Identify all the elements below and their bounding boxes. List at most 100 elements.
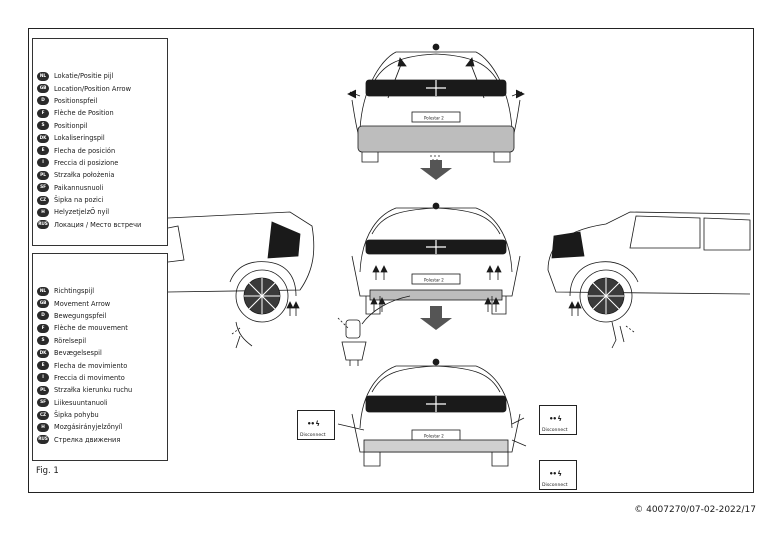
legend-item: GB Location/Position Arrow — [37, 82, 165, 94]
language-badge: F — [37, 323, 49, 333]
language-badge: CZ — [37, 195, 49, 205]
legend-text: Strzałka położenia — [54, 171, 115, 180]
language-badge: GB — [37, 299, 49, 309]
license-plate: Polestar 2 — [424, 434, 444, 439]
movement-arrow-down-2 — [420, 306, 452, 330]
legend-text: Richtingspijl — [54, 287, 95, 296]
legend-item: F Flèche de mouvement — [37, 322, 165, 334]
legend-movement-arrow: NL Richtingspijl GB Movement Arrow D Bewegu… — [32, 253, 168, 461]
legend-text: Liikesuuntanuoli — [54, 398, 108, 407]
movement-arrow-down-1 — [420, 155, 452, 180]
disconnect-label: Disconnect — [542, 428, 568, 433]
legend-text: HelyzetjelzŐ nyíl — [54, 208, 110, 217]
language-badge: H — [37, 207, 49, 217]
legend-item: S Positionpil — [37, 120, 165, 132]
legend-text: Flèche de mouvement — [54, 324, 128, 333]
legend-text: Mozgásirányjelzőnyíl — [54, 423, 123, 432]
language-badge: F — [37, 108, 49, 118]
legend-position-arrow: NL Lokatie/Positie pijl GB Location/Positi… — [32, 38, 168, 246]
disconnect-label: Disconnect — [300, 433, 326, 438]
legend-item: CZ Šipka pohybu — [37, 409, 165, 421]
car-rear-bottom: Polestar 2 — [337, 358, 527, 467]
language-badge: H — [37, 422, 49, 432]
license-plate: Polestar 2 — [424, 116, 444, 121]
legend-item: PL Strzałka położenia — [37, 169, 165, 181]
legend-item: NL Lokatie/Positie pijl — [37, 70, 165, 82]
car-side-right — [547, 211, 751, 349]
language-badge: SF — [37, 398, 49, 408]
legend-movement-list: NL Richtingspijl GB Movement Arrow D Bewegu… — [37, 285, 165, 446]
plug-bolt-icon: •• ϟ — [307, 420, 320, 428]
language-badge: S — [37, 121, 49, 131]
language-badge: GB — [37, 84, 49, 94]
legend-text: Bevægelsespil — [54, 349, 102, 358]
legend-position-list: NL Lokatie/Positie pijl GB Location/Positi… — [37, 70, 165, 231]
disconnect-callout-right-bottom: •• ϟ Disconnect — [539, 460, 577, 490]
language-badge: D — [37, 311, 49, 321]
legend-text: Strzałka kierunku ruchu — [54, 386, 133, 395]
legend-text: Стрелка движения — [54, 435, 121, 444]
language-badge: RUS — [37, 435, 49, 445]
license-plate: Polestar 2 — [424, 278, 444, 283]
language-badge: DK — [37, 348, 49, 358]
legend-text: Positionspfeil — [54, 96, 98, 105]
legend-item: I Freccia di posizione — [37, 157, 165, 169]
legend-item: I Freccia di movimento — [37, 372, 165, 384]
language-badge: D — [37, 96, 49, 106]
legend-text: Freccia di posizione — [54, 158, 119, 167]
language-badge: I — [37, 158, 49, 168]
legend-item: S Rörelsepil — [37, 335, 165, 347]
plug-bolt-icon: •• ϟ — [549, 470, 562, 478]
legend-item: NL Richtingspijl — [37, 285, 165, 297]
legend-text: Rörelsepil — [54, 336, 87, 345]
legend-item: DK Bevægelsespil — [37, 347, 165, 359]
legend-text: Freccia di movimento — [54, 373, 125, 382]
plug-bolt-icon: •• ϟ — [549, 415, 562, 423]
legend-text: Lokatie/Positie pijl — [54, 72, 114, 81]
figure-label: Fig. 1 — [36, 466, 59, 476]
legend-text: Lokaliseringspil — [54, 134, 105, 143]
legend-item: H HelyzetjelzŐ nyíl — [37, 206, 165, 218]
legend-item: CZ Šipka na pozici — [37, 194, 165, 206]
legend-item: E Flecha de posición — [37, 144, 165, 156]
legend-text: Location/Position Arrow — [54, 84, 131, 93]
disconnect-callout-right-top: •• ϟ Disconnect — [539, 405, 577, 435]
legend-text: Positionpil — [54, 121, 88, 130]
legend-text: Movement Arrow — [54, 299, 111, 308]
language-badge: I — [37, 373, 49, 383]
disconnect-label: Disconnect — [542, 483, 568, 488]
legend-item: H Mozgásirányjelzőnyíl — [37, 421, 165, 433]
language-badge: PL — [37, 385, 49, 395]
legend-text: Paikannusnuoli — [54, 183, 104, 192]
language-badge: NL — [37, 286, 49, 296]
language-badge: E — [37, 361, 49, 371]
legend-text: Bewegungspfeil — [54, 311, 107, 320]
legend-item: D Bewegungspfeil — [37, 310, 165, 322]
language-badge: NL — [37, 71, 49, 81]
car-rear-top: Polestar 2 — [347, 43, 525, 163]
legend-item: DK Lokaliseringspil — [37, 132, 165, 144]
language-badge: SF — [37, 183, 49, 193]
language-badge: CZ — [37, 410, 49, 420]
legend-item: F Flèche de Position — [37, 107, 165, 119]
car-rear-middle: Polestar 2 — [337, 202, 521, 366]
language-badge: S — [37, 336, 49, 346]
legend-text: Flecha de posición — [54, 146, 116, 155]
legend-item: D Positionspfeil — [37, 95, 165, 107]
legend-text: Локация / Место встречи — [54, 220, 142, 229]
car-side-left — [167, 211, 315, 349]
legend-text: Flèche de Position — [54, 109, 114, 118]
legend-item: SF Liikesuuntanuoli — [37, 397, 165, 409]
language-badge: DK — [37, 133, 49, 143]
language-badge: PL — [37, 170, 49, 180]
legend-text: Šipka pohybu — [54, 411, 99, 420]
legend-item: SF Paikannusnuoli — [37, 182, 165, 194]
legend-text: Šipka na pozici — [54, 196, 104, 205]
legend-item: RUS Стрелка движения — [37, 434, 165, 446]
disconnect-callout-left: •• ϟ Disconnect — [297, 410, 335, 440]
copyright-text: © 4007270/07-02-2022/17 — [634, 505, 756, 515]
language-badge: E — [37, 146, 49, 156]
